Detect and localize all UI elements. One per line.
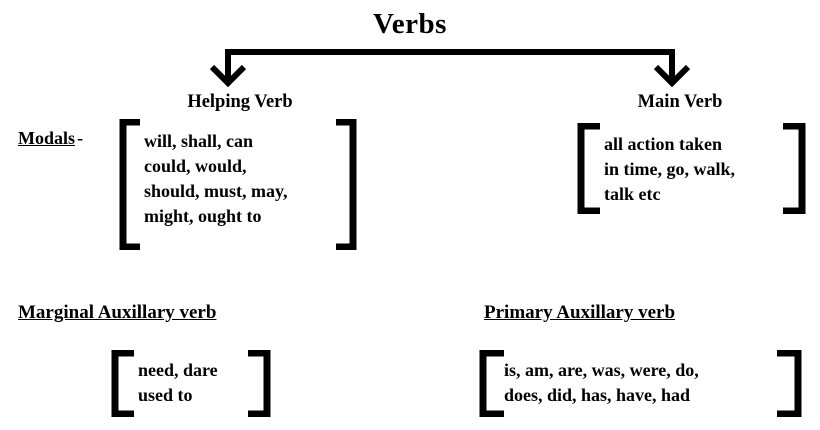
section-heading-primary-auxillary-verb: Primary Auxillary verb <box>484 302 676 323</box>
section-heading-marginal-auxillary-verb: Marginal Auxillary verb <box>18 302 217 323</box>
branch-label-helping-verb: Helping Verb <box>187 92 293 112</box>
bracket-group-helping-verb: will, shall, can could, would, should, m… <box>118 119 358 250</box>
square-bracket-pair <box>479 350 802 417</box>
list-item: is, am, are, was, were, do, <box>504 360 699 380</box>
list-item: could, would, <box>144 156 247 176</box>
list-item: talk etc <box>604 184 661 204</box>
square-bracket-pair <box>119 119 357 250</box>
square-bracket-pair <box>111 350 271 417</box>
list-item: used to <box>138 385 193 405</box>
branch-label-main-verb: Main Verb <box>637 92 723 112</box>
diagram-title: Verbs <box>373 8 447 40</box>
modals-label: Modals <box>18 128 76 148</box>
square-bracket-pair <box>577 123 806 214</box>
list-item: all action taken <box>604 134 723 154</box>
bracket-group-marginal-auxillary-verb: need, dare used to <box>110 350 272 417</box>
main-verb-item-list: all action taken in time, go, walk, talk… <box>604 132 735 207</box>
bracket-group-primary-auxillary-verb: is, am, are, was, were, do, does, did, h… <box>478 350 803 417</box>
helping-verb-item-list: will, shall, can could, would, should, m… <box>144 129 288 229</box>
modals-lead-in: Modals- <box>18 128 83 149</box>
bracket-group-main-verb: all action taken in time, go, walk, talk… <box>576 123 807 214</box>
list-item: should, must, may, <box>144 181 288 201</box>
primary-auxillary-item-list: is, am, are, was, were, do, does, did, h… <box>504 358 699 408</box>
list-item: will, shall, can <box>144 131 254 151</box>
branch-connector <box>209 49 691 88</box>
modals-dash: - <box>77 128 84 148</box>
list-item: need, dare <box>138 360 218 380</box>
list-item: does, did, has, have, had <box>504 385 691 405</box>
list-item: might, ought to <box>144 206 262 226</box>
list-item: in time, go, walk, <box>604 159 736 179</box>
marginal-auxillary-item-list: need, dare used to <box>138 358 218 408</box>
